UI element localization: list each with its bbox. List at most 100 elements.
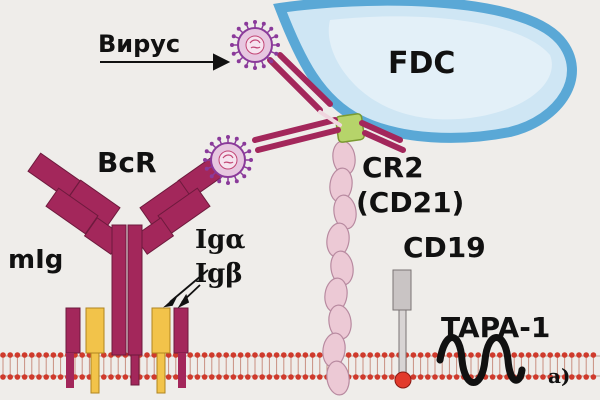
mig-label: mIg (8, 245, 63, 275)
lipid-head (367, 352, 374, 358)
lipid-head (252, 374, 258, 380)
lipid-head (14, 374, 21, 380)
lipid-head (101, 352, 107, 358)
lipid-head (317, 374, 323, 380)
lipid-head (0, 352, 6, 358)
lipid-head (57, 352, 64, 358)
virus-label: Вирус (98, 30, 180, 58)
lipid-head (360, 374, 366, 380)
cd19-receptor (392, 269, 412, 389)
lipid-head (497, 352, 503, 358)
lipid-head (410, 352, 417, 358)
lipid-head (425, 374, 431, 380)
lipid-head (381, 374, 388, 380)
lipid-head (374, 374, 381, 380)
lipid-head (259, 374, 266, 380)
virus-particle-bcr (203, 135, 253, 185)
lipid-head (432, 374, 438, 380)
lipid-head (425, 352, 431, 358)
lipid-head (50, 352, 57, 358)
lipid-head (590, 374, 597, 380)
lipid-head (230, 374, 237, 380)
lipid-head (165, 374, 172, 380)
lipid-head (561, 374, 568, 380)
lipid-head (29, 374, 35, 380)
lipid-head (540, 374, 546, 380)
lipid-head (288, 374, 294, 380)
ig-alpha-beta (65, 307, 189, 394)
panel-label: a) (548, 364, 570, 388)
lipid-head (302, 374, 309, 380)
lipid-head (533, 374, 539, 380)
lipid-head (576, 374, 582, 380)
lipid-head (353, 374, 359, 380)
lipid-head (209, 374, 215, 380)
lipid-head (7, 374, 13, 380)
lipid-head (468, 352, 474, 358)
lipid-head (389, 374, 395, 380)
lipid-head (57, 374, 64, 380)
cr2-domain (326, 360, 350, 396)
lipid-head (50, 374, 57, 380)
lipid-head (187, 374, 193, 380)
cr2-label: CR2 (362, 151, 424, 184)
lipid-head (43, 374, 49, 380)
bcr-left-arm (27, 152, 125, 255)
lipid-head (43, 352, 49, 358)
lipid-head (583, 352, 589, 358)
lipid-head (101, 374, 107, 380)
lipid-head (453, 374, 460, 380)
lipid-head (144, 352, 150, 358)
lipid-head (417, 374, 424, 380)
lipid-head (36, 374, 42, 380)
lipid-head (79, 374, 85, 380)
lipid-head (295, 352, 302, 358)
lipid-head (295, 374, 302, 380)
virus-arrow (100, 53, 231, 71)
fdc-cell (273, 0, 577, 143)
lipid-head (201, 352, 208, 358)
lipid-head (21, 352, 28, 358)
ig-arrows (163, 269, 209, 309)
lipid-head (216, 374, 222, 380)
lipid-head (223, 374, 229, 380)
lipid-head (223, 352, 229, 358)
lipid-head (353, 352, 359, 358)
lipid-head (475, 352, 482, 358)
bcr-label: BcR (97, 146, 157, 179)
lipid-head (245, 374, 251, 380)
lipid-head (281, 374, 287, 380)
lipid-head (36, 352, 42, 358)
lipid-head (266, 374, 273, 380)
fdc-antibody-links (252, 52, 406, 153)
tapa1-label: TAPA-1 (441, 311, 550, 344)
ig-alpha-label: Igα (195, 225, 245, 255)
lipid-head (194, 352, 201, 358)
lipid-head (108, 374, 114, 380)
lipid-head (173, 352, 179, 358)
lipid-head (569, 374, 575, 380)
lipid-head (245, 352, 251, 358)
lipid-head (187, 352, 193, 358)
lipid-head (115, 374, 121, 380)
lipid-head (237, 352, 244, 358)
virus-particle-top (230, 20, 280, 70)
lipid-head (151, 374, 157, 380)
lipid-head (583, 374, 589, 380)
lipid-head (0, 374, 6, 380)
lipid-head (446, 374, 453, 380)
ig-beta-label: Igβ (195, 259, 243, 289)
lipid-head (266, 352, 273, 358)
lipid-head (489, 352, 496, 358)
lipid-head (590, 352, 597, 358)
lipid-head (281, 352, 287, 358)
lipid-head (525, 352, 532, 358)
lipid-head (497, 374, 503, 380)
lipid-head (194, 374, 201, 380)
lipid-head (79, 352, 85, 358)
lipid-head (216, 352, 222, 358)
lipid-head (511, 352, 517, 358)
lipid-head (144, 374, 150, 380)
